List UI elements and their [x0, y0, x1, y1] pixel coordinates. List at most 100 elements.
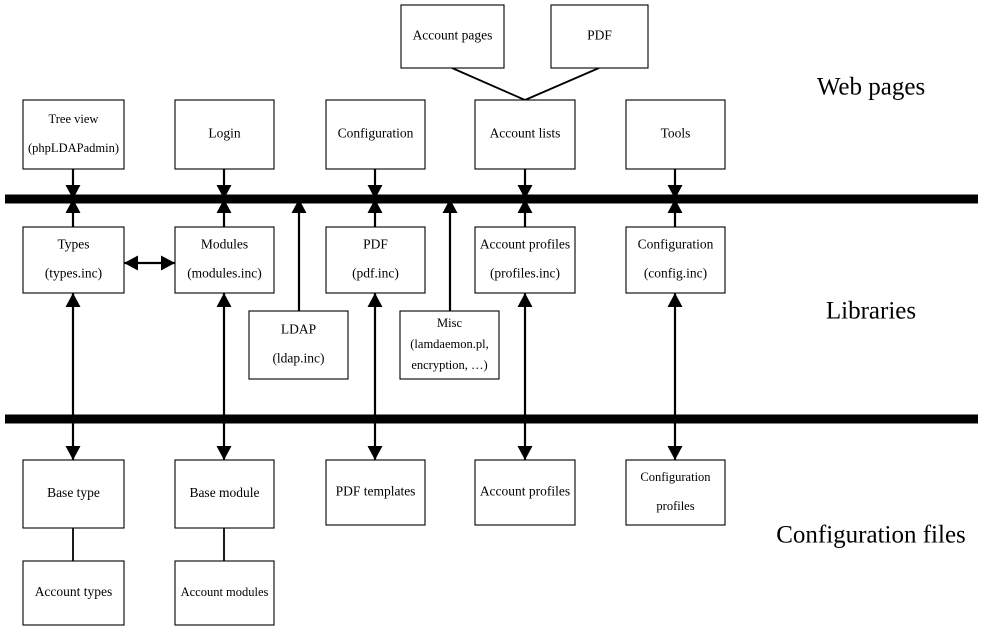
node-label-ldap-lib-line0: LDAP	[281, 322, 316, 337]
lower-bar-to-modules-lib	[216, 293, 232, 419]
node-account-pages[interactable]: Account pages	[400, 4, 505, 69]
account-lists-to-bar	[517, 169, 533, 199]
node-box-configuration-page[interactable]	[325, 99, 426, 170]
diagram-nodes: Account pages PDF Tree view (phpLDAPadmin) L…	[22, 4, 726, 626]
node-ldap-lib[interactable]: LDAP (ldap.inc)	[248, 310, 349, 380]
pdf-lib-to-bar	[367, 199, 383, 227]
node-label-account-modules-line0: Account modules	[181, 585, 269, 599]
section-label-libraries: Libraries	[826, 298, 916, 325]
node-label-modules-lib-line1: (modules.inc)	[187, 266, 262, 281]
node-box-pdf-templates[interactable]	[325, 459, 426, 526]
node-box-configuration-profiles-file[interactable]	[625, 459, 726, 526]
lower-bar-to-types-lib	[65, 293, 81, 419]
lower-bar-to-pdf-templates	[367, 419, 383, 460]
node-account-types[interactable]: Account types	[22, 560, 125, 626]
node-box-modules-lib[interactable]	[174, 226, 275, 294]
node-label-pdf-lib-line1: (pdf.inc)	[352, 266, 399, 281]
types-modules-bidirectional	[124, 255, 175, 271]
node-configuration-page[interactable]: Configuration	[325, 99, 426, 170]
node-box-tools[interactable]	[625, 99, 726, 170]
node-box-types-lib[interactable]	[22, 226, 125, 294]
node-box-base-type[interactable]	[22, 459, 125, 529]
node-box-login[interactable]	[174, 99, 275, 170]
node-label-base-module-line0: Base module	[189, 485, 259, 500]
node-label-pdf-page-line0: PDF	[587, 28, 612, 43]
node-modules-lib[interactable]: Modules (modules.inc)	[174, 226, 275, 294]
section-label-web-pages: Web pages	[817, 74, 925, 101]
node-box-account-profiles-file[interactable]	[474, 459, 576, 526]
configuration-page-to-bar	[367, 169, 383, 199]
node-account-modules[interactable]: Account modules	[174, 560, 275, 626]
types-lib-to-bar	[65, 199, 81, 227]
node-label-account-profiles-lib-line0: Account profiles	[480, 237, 570, 252]
node-box-account-types[interactable]	[22, 560, 125, 626]
ldap-lib-to-bar	[291, 199, 307, 311]
node-box-account-lists[interactable]	[474, 99, 576, 170]
account-profiles-lib-to-bar	[517, 199, 533, 227]
node-label-login-line0: Login	[208, 126, 240, 141]
tree-view-to-bar	[65, 169, 81, 199]
node-label-account-profiles-file-line0: Account profiles	[480, 484, 570, 499]
node-label-types-lib-line0: Types	[57, 237, 89, 252]
node-account-profiles-lib[interactable]: Account profiles (profiles.inc)	[474, 226, 576, 294]
login-to-bar	[216, 169, 232, 199]
node-label-misc-lib-line2: encryption, …)	[411, 358, 487, 372]
section-label-configuration-files: Configuration files	[776, 522, 966, 549]
node-label-ldap-lib-line1: (ldap.inc)	[272, 351, 324, 366]
node-base-type[interactable]: Base type	[22, 459, 125, 529]
node-label-tree-view-line1: (phpLDAPadmin)	[28, 141, 119, 155]
lower-bar-to-account-profiles-lib	[517, 293, 533, 419]
node-label-pdf-templates-line0: PDF templates	[336, 484, 416, 499]
lower-bar-to-configuration-profiles-file	[667, 419, 683, 460]
node-types-lib[interactable]: Types (types.inc)	[22, 226, 125, 294]
node-box-base-module[interactable]	[174, 459, 275, 529]
layer-separator-bars	[5, 194, 978, 424]
node-pdf-templates[interactable]: PDF templates	[325, 459, 426, 526]
configuration-lib-to-bar	[667, 199, 683, 227]
node-login[interactable]: Login	[174, 99, 275, 170]
node-configuration-lib[interactable]: Configuration(config.inc)	[625, 226, 726, 294]
lower-bar-to-base-module	[216, 419, 232, 460]
modules-lib-to-bar	[216, 199, 232, 227]
lower-bar-to-base-type	[65, 419, 81, 460]
node-label-types-lib-line1: (types.inc)	[45, 266, 102, 281]
node-label-misc-lib-line0: Misc	[437, 316, 462, 330]
account-pages-to-account-lists	[451, 67, 526, 101]
node-tools[interactable]: Tools	[625, 99, 726, 170]
node-pdf-lib[interactable]: PDF(pdf.inc)	[325, 226, 426, 294]
node-box-account-modules[interactable]	[174, 560, 275, 626]
node-label-account-profiles-lib-line1: (profiles.inc)	[490, 266, 560, 281]
node-label-tools-line0: Tools	[661, 126, 691, 141]
node-box-pdf-lib[interactable]	[325, 226, 426, 294]
node-box-account-profiles-lib[interactable]	[474, 226, 576, 294]
node-box-ldap-lib[interactable]	[248, 310, 349, 380]
node-box-tree-view[interactable]	[22, 99, 125, 170]
node-label-tree-view-line0: Tree view	[49, 112, 99, 126]
lower-bar-to-configuration-lib	[667, 293, 683, 419]
node-label-account-lists-line0: Account lists	[490, 126, 561, 141]
node-account-lists[interactable]: Account lists	[474, 99, 576, 170]
node-label-configuration-lib-line0: Configuration	[638, 237, 714, 252]
node-label-base-type-line0: Base type	[47, 485, 100, 500]
node-label-configuration-profiles-file-line1: profiles	[656, 499, 694, 513]
node-pdf-page[interactable]: PDF	[550, 4, 649, 69]
lower-bar-to-account-profiles-file	[517, 419, 533, 460]
node-box-pdf-page[interactable]	[550, 4, 649, 69]
node-label-account-types-line0: Account types	[35, 584, 113, 599]
node-misc-lib[interactable]: Misc (lamdaemon.pl, encryption, …)	[399, 310, 500, 380]
connector-arrows	[65, 67, 683, 561]
misc-lib-to-bar	[442, 199, 458, 311]
lower-bar-to-pdf-lib	[367, 293, 383, 419]
node-tree-view[interactable]: Tree view (phpLDAPadmin)	[22, 99, 125, 170]
node-box-configuration-lib[interactable]	[625, 226, 726, 294]
node-label-misc-lib-line1: (lamdaemon.pl,	[410, 337, 488, 351]
node-base-module[interactable]: Base module	[174, 459, 275, 529]
node-box-account-pages[interactable]	[400, 4, 505, 69]
node-account-profiles-file[interactable]: Account profiles	[474, 459, 576, 526]
node-label-modules-lib-line0: Modules	[201, 237, 248, 252]
node-box-misc-lib[interactable]	[399, 310, 500, 380]
